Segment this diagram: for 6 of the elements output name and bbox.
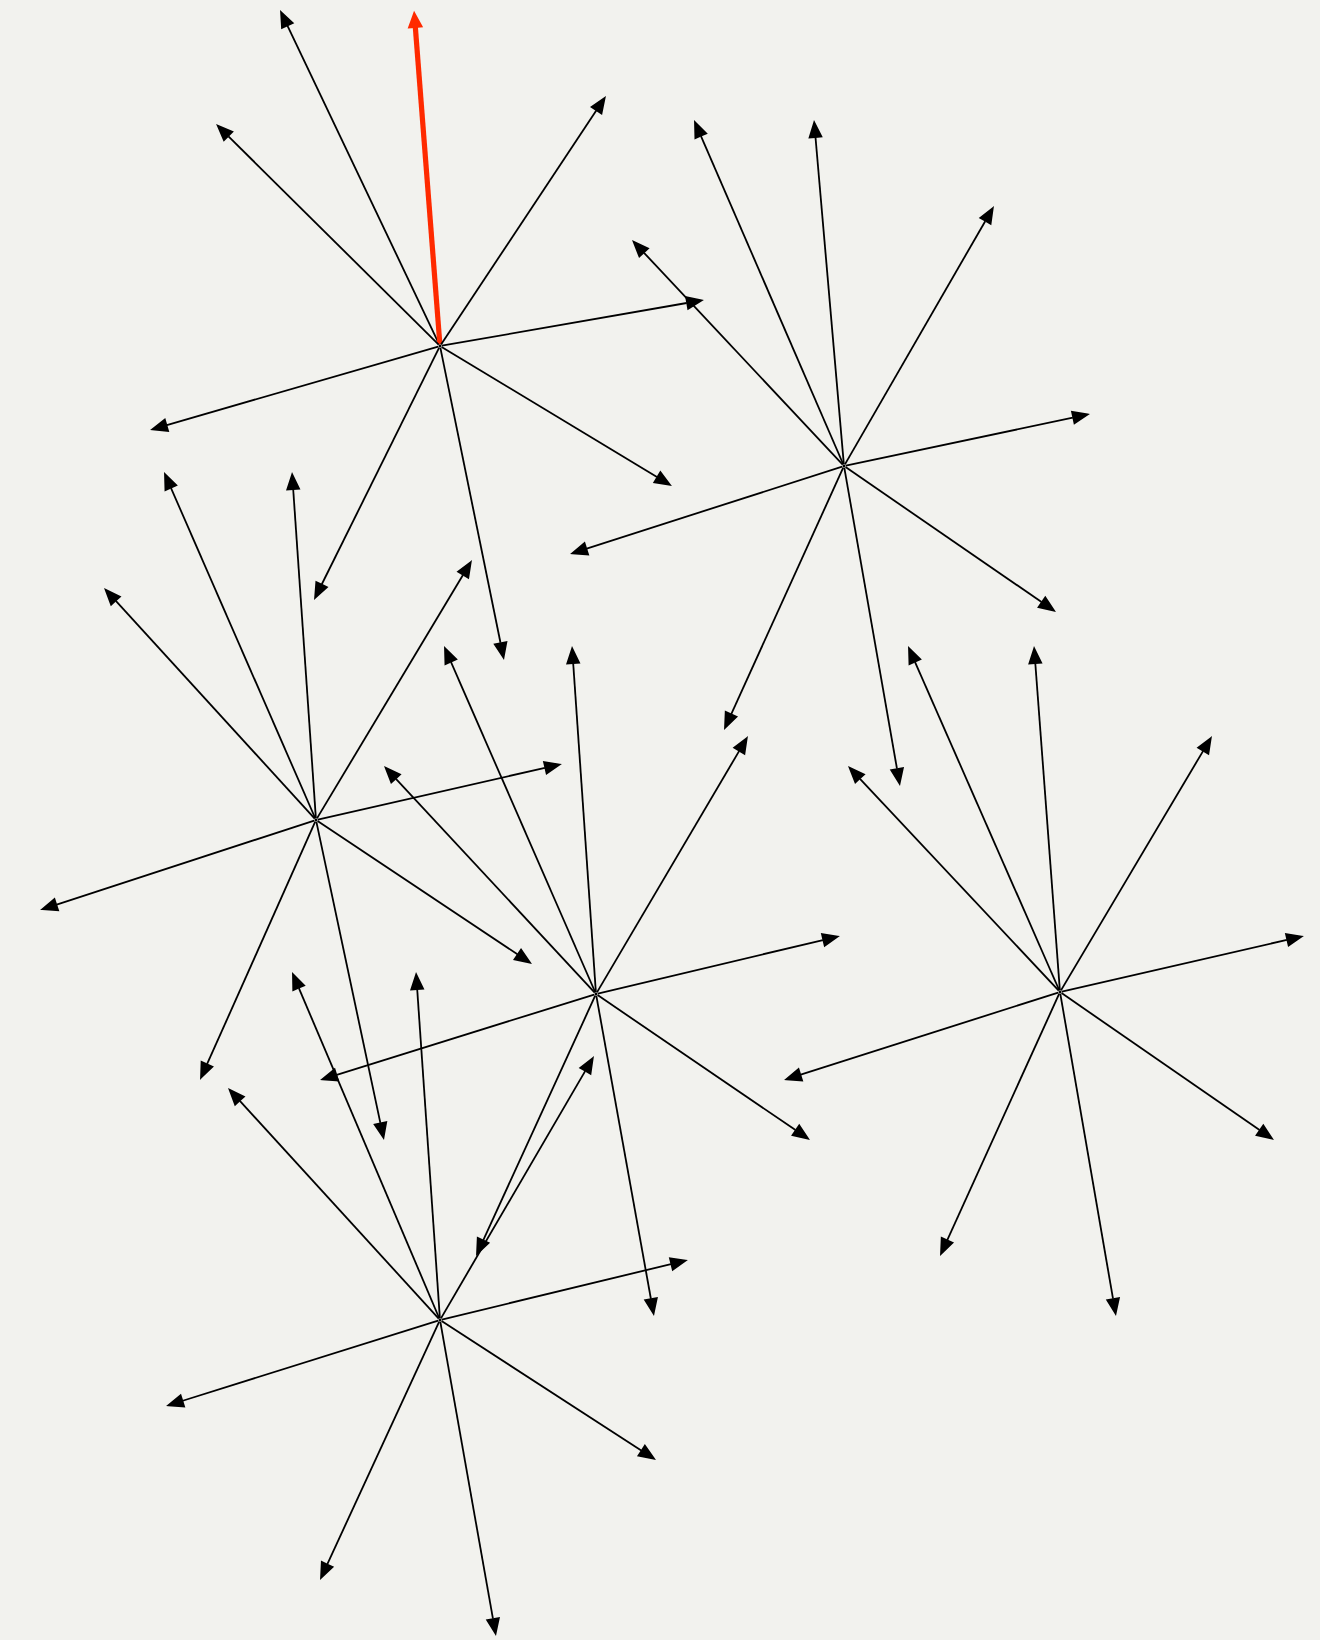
arrow <box>216 124 440 346</box>
arrow <box>384 766 596 994</box>
arrow <box>632 240 844 466</box>
arrow <box>104 588 316 820</box>
arrow <box>848 766 1060 992</box>
arrow <box>228 1088 440 1320</box>
